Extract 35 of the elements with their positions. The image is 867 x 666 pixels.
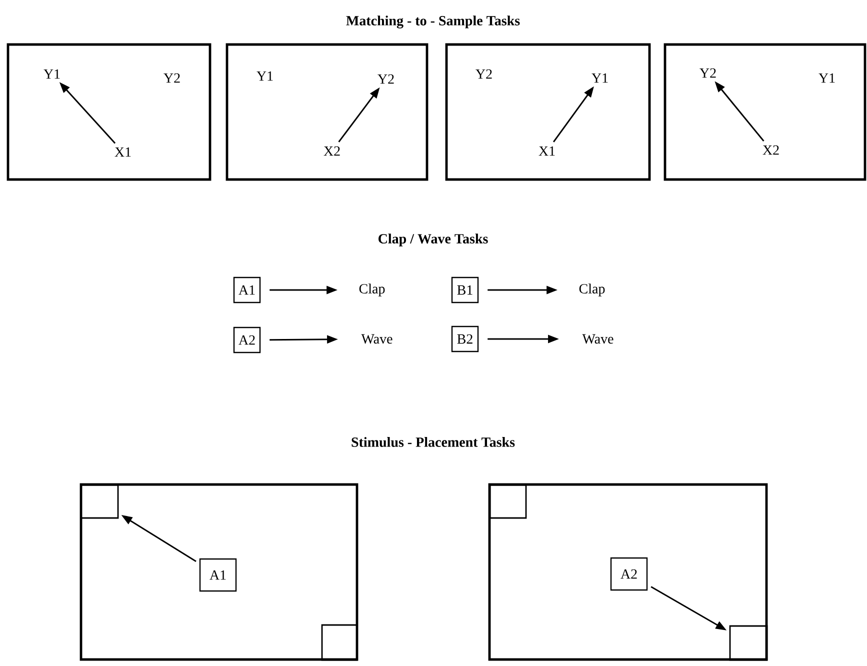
- screen-panel: [226, 43, 428, 181]
- corner-square: [489, 484, 527, 519]
- stimulus-label: X2: [324, 146, 340, 156]
- corner-square: [80, 484, 119, 519]
- stimulus-label: Clap: [579, 284, 605, 296]
- stimulus-box: B2: [451, 326, 479, 352]
- screen-panel: [445, 43, 651, 181]
- stimulus-label: Wave: [361, 334, 392, 344]
- stimulus-label: Y1: [818, 73, 835, 83]
- stimulus-label: Y1: [592, 73, 608, 83]
- screen-panel: [6, 43, 212, 181]
- corner-square: [729, 625, 768, 661]
- stimulus-box: A1: [233, 276, 261, 304]
- stimulus-label: Y2: [378, 74, 394, 84]
- stimulus-label: X1: [114, 147, 131, 157]
- stimulus-label: X1: [538, 146, 555, 156]
- corner-square: [321, 624, 358, 661]
- stimulus-box: A2: [610, 557, 648, 591]
- stimulus-label: Y1: [44, 69, 60, 79]
- stimulus-box: B1: [451, 276, 479, 304]
- stimulus-box: A1: [199, 558, 237, 592]
- screen-panel: [80, 483, 358, 661]
- stimulus-label: Y1: [256, 71, 273, 81]
- stimulus-label: Y2: [700, 68, 716, 78]
- screen-panel: [664, 43, 866, 181]
- stimulus-label: Clap: [359, 284, 385, 296]
- stimulus-label: Y2: [164, 73, 180, 83]
- stimulus-label: Y2: [476, 69, 492, 79]
- stimulus-label: X2: [762, 145, 779, 155]
- section-heading: Matching - to - Sample Tasks: [346, 16, 520, 28]
- stimulus-label: Wave: [582, 334, 614, 344]
- section-heading: Clap / Wave Tasks: [378, 234, 488, 246]
- screen-panel: [488, 483, 768, 661]
- section-heading: Stimulus - Placement Tasks: [352, 437, 515, 447]
- stimulus-box: A2: [233, 326, 261, 354]
